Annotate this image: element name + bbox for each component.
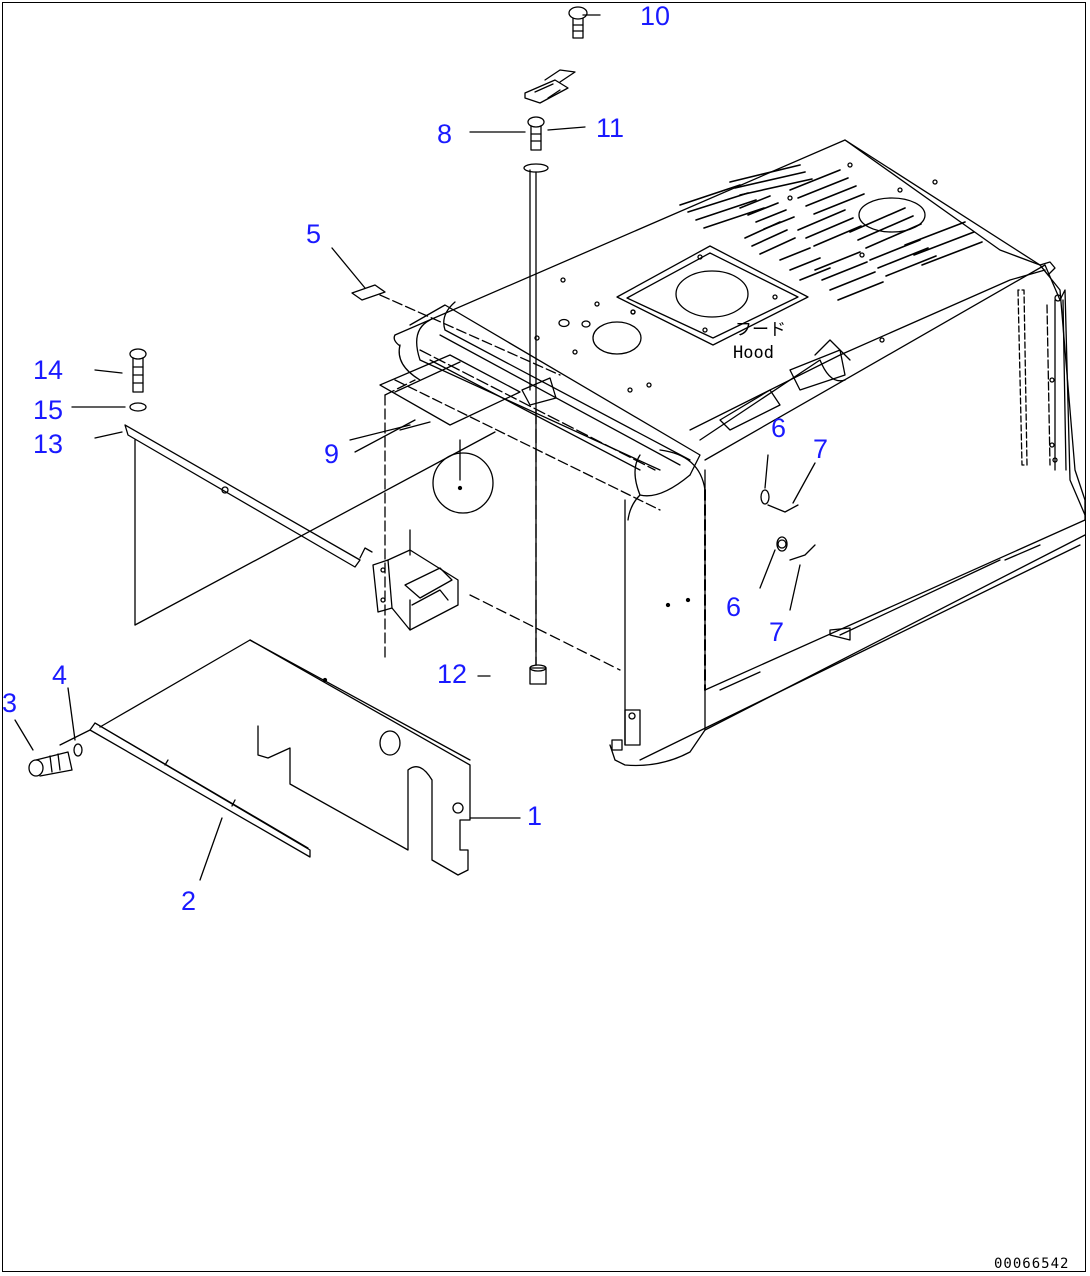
callout-1: 1 [527,801,543,831]
callout-6b: 6 [726,592,742,622]
part-10-bolt [569,7,600,38]
callout-2: 2 [181,886,197,916]
callout-15: 15 [33,395,64,425]
callout-14: 14 [33,355,64,385]
part-9-plate [355,355,520,452]
callout-5: 5 [306,219,322,249]
callout-4: 4 [52,660,68,690]
part-rod [522,164,556,665]
part-12-nut [478,665,546,684]
callout-11: 11 [596,113,625,143]
part-latch-cover [525,70,575,103]
part-14-15-bolt [72,349,146,411]
callout-12: 12 [437,659,468,689]
center-bracket [373,530,620,670]
part-13-bar [95,425,495,625]
hood-body [385,140,1085,765]
hood-label-english: Hood [733,343,774,363]
part-8-11-bolt [470,117,585,150]
callout-8: 8 [437,119,453,149]
hood-label-japanese: フード [735,320,786,340]
callout-7a: 7 [813,434,829,464]
callout-9: 9 [324,439,340,469]
callout-6a: 6 [771,413,787,443]
callout-3: 3 [2,688,18,718]
callout-7b: 7 [769,617,785,647]
part-3-4-bolt [15,688,82,776]
document-number: 00066542 [994,1256,1070,1272]
callout-13: 13 [33,429,64,459]
callout-10: 10 [640,1,671,31]
part-2-bar [60,640,310,880]
part-5-clip [332,248,560,375]
part-1-panel [250,640,520,875]
part-6-7-fasteners [760,455,815,610]
